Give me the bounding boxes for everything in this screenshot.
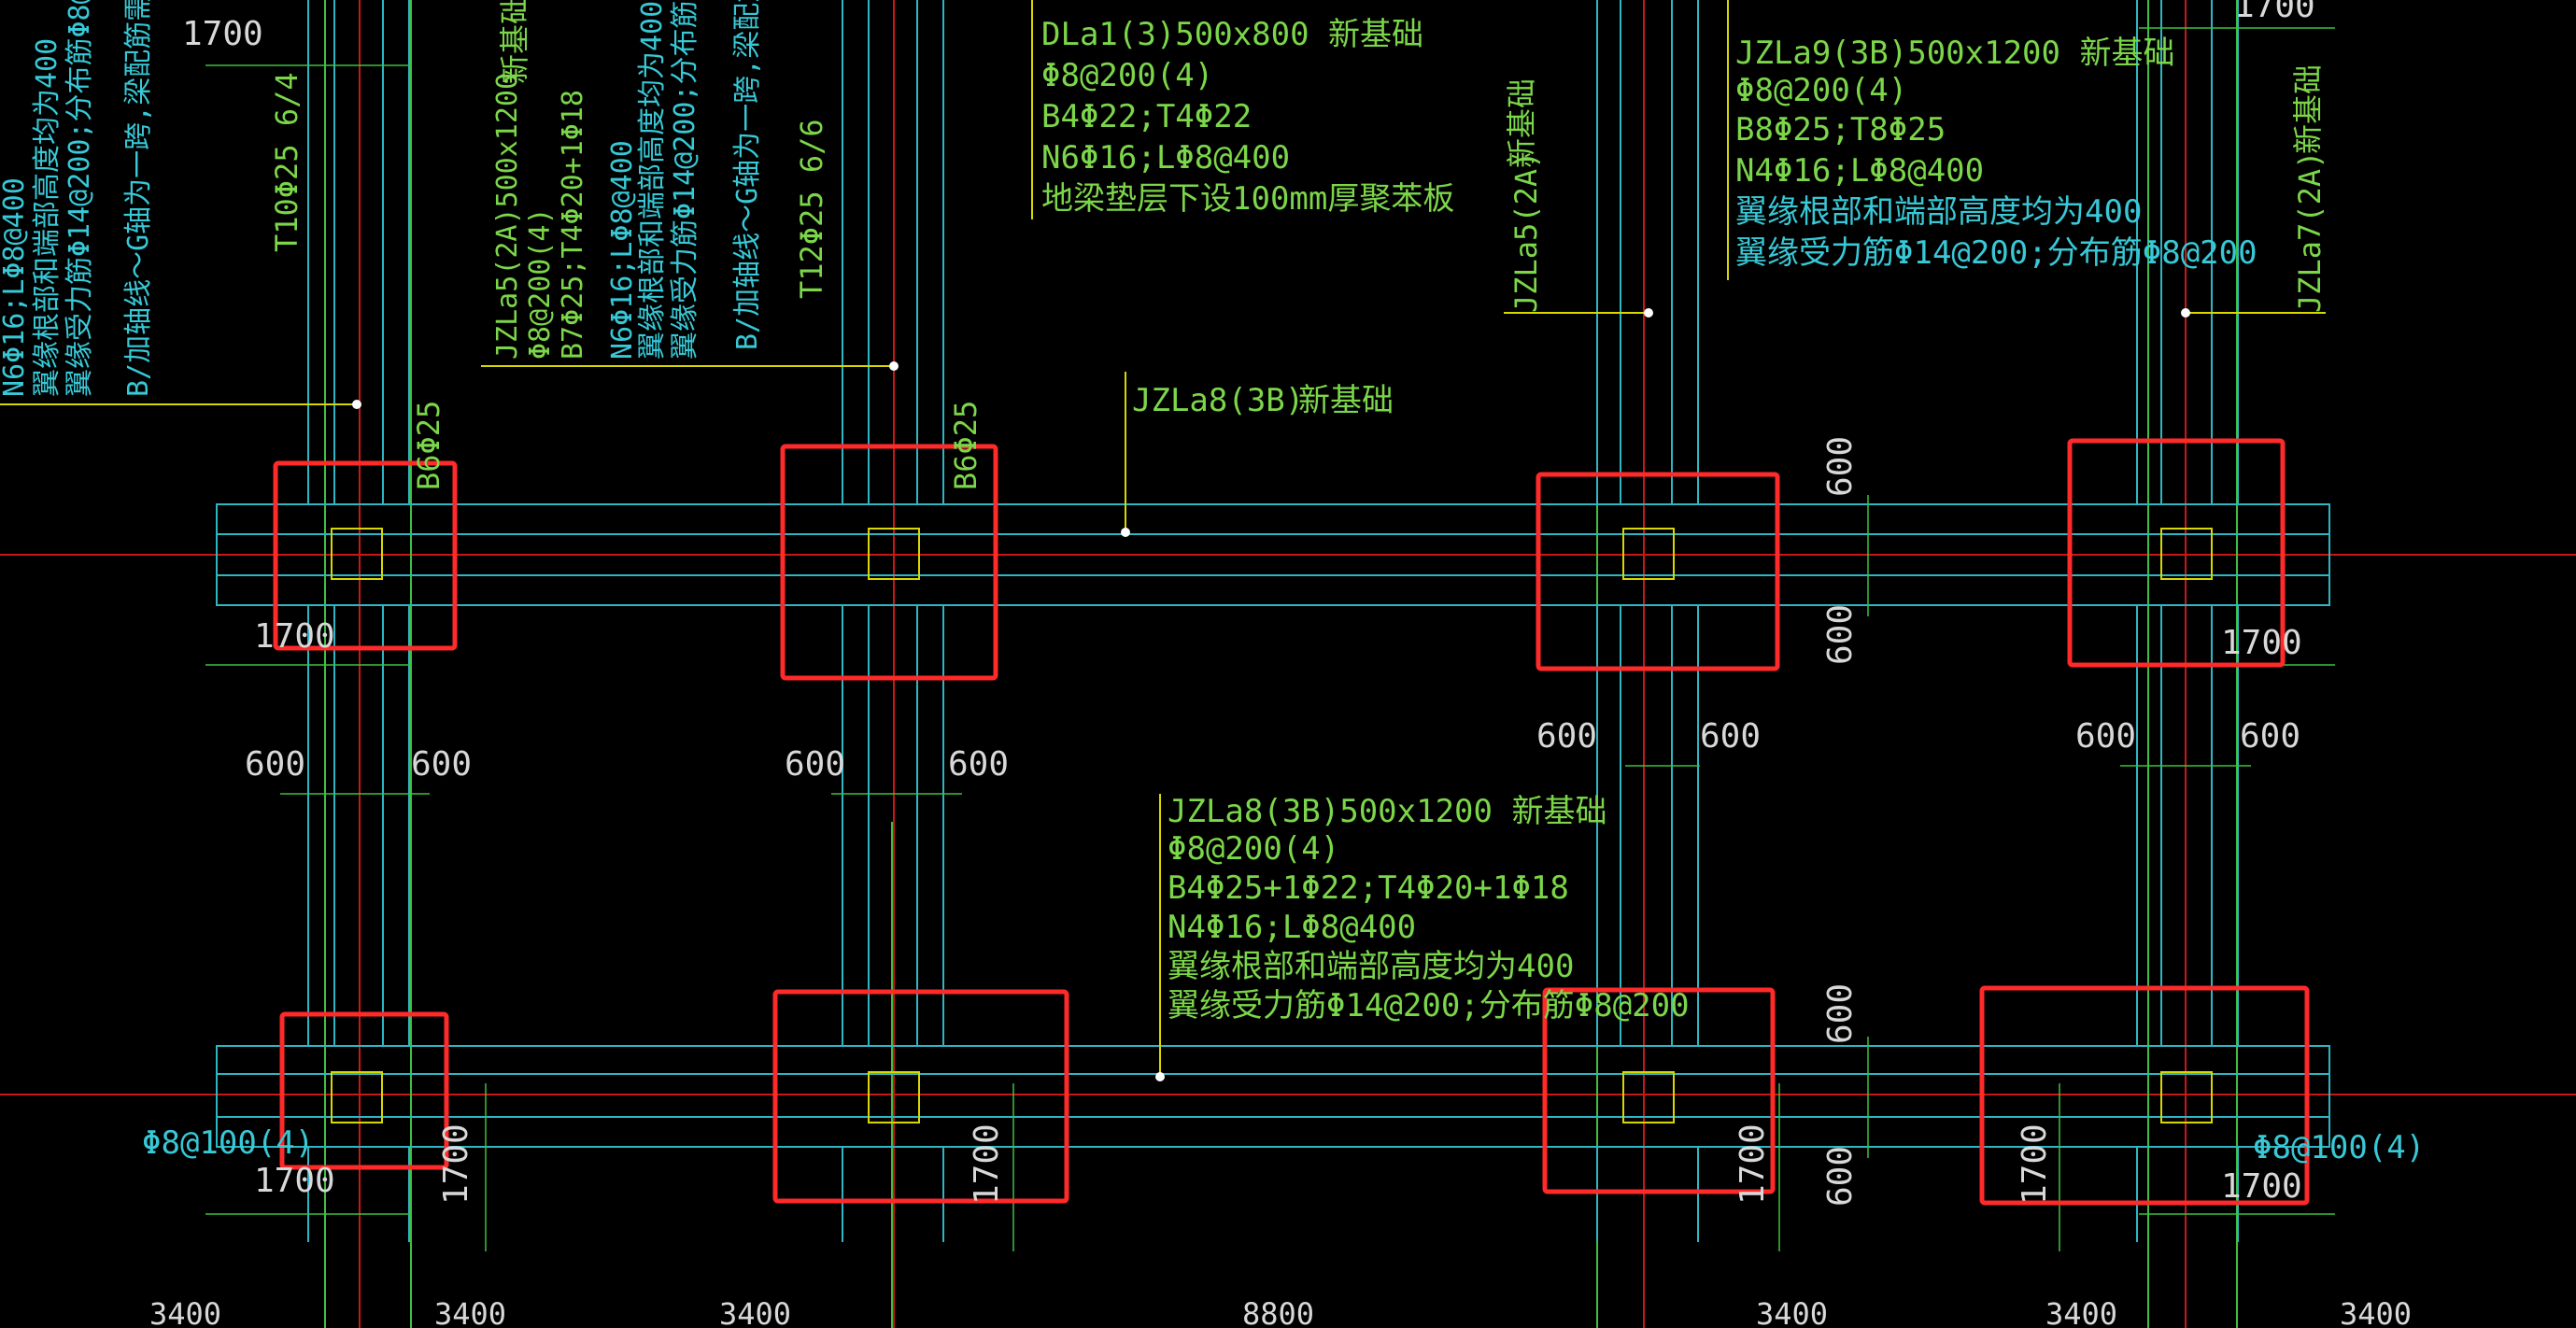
jzla5-line-7: B/加轴线～G轴为一跨,梁配筋需按此跨度截断。	[731, 0, 764, 350]
dim-1700-v4: 1700	[2016, 1123, 2054, 1205]
dim-600-v2: 600	[1821, 604, 1860, 665]
dl-line-1: DLa1(3)500x800 新基础	[1041, 16, 1423, 53]
highlight-box-6	[772, 989, 1069, 1204]
dl-line-4: N6Φ16;LΦ8@400	[1041, 139, 1290, 177]
dl-annotation: DLa1(3)500x800 新基础 Φ8@200(4) B4Φ22;T4Φ22…	[1041, 16, 1454, 218]
jzla8-annotation: JZLa8(3B)500x1200 新基础 Φ8@200(4) B4Φ25+1Φ…	[1168, 793, 1690, 1024]
jzla5-line-1: JZLa5(2A)500x1200	[491, 73, 524, 360]
jzla9-line-2: Φ8@200(4)	[1735, 72, 1907, 109]
b6-label-2: B6Φ25	[948, 401, 984, 490]
t10-label: T10Φ25 6/4	[269, 72, 304, 252]
jzla5-block: JZLa5(2A)500x1200 Φ8@200(4) B7Φ25;T4Φ20+…	[491, 0, 764, 360]
vertical-dims: 600 600 600 600 1700 1700 1700 1700	[437, 436, 2054, 1207]
bottom-dim-5: 3400	[1756, 1296, 1828, 1328]
dim-1700-v3: 1700	[1734, 1123, 1772, 1205]
jzla9-annotation: JZLa9(3B)500x1200 新基础 Φ8@200(4) B8Φ25;T8…	[1735, 35, 2258, 272]
left-new-foundation: 新基础	[497, 0, 532, 84]
bottom-dim-2: 3400	[434, 1296, 506, 1328]
highlight-box-7	[1542, 987, 1776, 1194]
jzla5-mid-label: JZLa5(2A)	[1508, 151, 1544, 313]
jzla9-line-5: 翼缘根部和端部高度均为400	[1735, 193, 2142, 231]
dim-1700-b: 1700	[2221, 624, 2302, 662]
bottom-dim-1: 3400	[149, 1296, 221, 1328]
jzla7-label: JZLa7(2A)	[2292, 151, 2328, 313]
stirrup-labels: Φ8@100(4) Φ8@100(4)	[142, 1124, 2425, 1166]
dim-600-v4: 600	[1821, 1146, 1860, 1207]
b6-label-1: B6Φ25	[411, 401, 446, 490]
left-block: N6Φ16;LΦ8@400 翼缘根部和端部高度均为400 翼缘受力筋Φ14@20…	[0, 0, 155, 397]
dim-1700-a: 1700	[254, 617, 335, 656]
dim-600-c: 600	[785, 745, 845, 784]
jzla9-line-1: JZLa9(3B)500x1200 新基础	[1735, 35, 2174, 72]
left-line-2: 翼缘根部和端部高度均为400	[31, 38, 64, 397]
phi8-left: Φ8@100(4)	[142, 1124, 314, 1162]
jzla8-line-2: Φ8@200(4)	[1168, 830, 1339, 868]
bottom-dim-6: 3400	[2045, 1296, 2117, 1328]
bottom-dims: 3400 3400 3400 8800 3400 3400 3400	[149, 1296, 2412, 1328]
t12-label: T12Φ25 6/6	[794, 119, 829, 299]
highlight-box-2	[780, 444, 998, 681]
dim-600-v1: 600	[1821, 436, 1860, 497]
jzla8-tag-label: JZLa8(3B)	[1132, 382, 1304, 419]
jzla5-line-6: 翼缘受力筋Φ14@200;分布筋Φ8@200	[669, 0, 701, 360]
jzla8-tag-new: 新基础	[1298, 382, 1394, 419]
jzla5-mid-new: 新基础	[1504, 78, 1539, 168]
bottom-dim-4: 8800	[1242, 1296, 1314, 1328]
dim-top-left: 1700	[182, 15, 263, 53]
dim-600-b: 600	[411, 745, 472, 784]
dim-600-g: 600	[2075, 717, 2136, 756]
dim-600-e: 600	[1536, 717, 1597, 756]
highlight-boxes	[273, 438, 2310, 1206]
dl-line-3: B4Φ22;T4Φ22	[1041, 98, 1252, 135]
jzla8-line-6: 翼缘受力筋Φ14@200;分布筋Φ8@200	[1168, 987, 1690, 1024]
dim-1700-c: 1700	[254, 1162, 335, 1200]
jzla5-line-5: 翼缘根部和端部高度均为400	[636, 1, 669, 360]
leader-lines	[0, 0, 2326, 1077]
dim-600-h: 600	[2240, 717, 2300, 756]
dimension-texts: 1700 1700 1700 1700 1700 1700 600 600 60…	[182, 0, 2315, 1206]
phi8-right: Φ8@100(4)	[2253, 1129, 2425, 1166]
jzla7-new: 新基础	[2290, 64, 2326, 154]
jzla8-line-4: N4Φ16;LΦ8@400	[1168, 909, 1416, 946]
highlight-box-1	[273, 460, 458, 651]
column-squares	[331, 528, 2213, 1123]
dim-600-d: 600	[948, 745, 1009, 784]
dl-line-5: 地梁垫层下设100mm厚聚苯板	[1041, 180, 1454, 218]
dim-600-v3: 600	[1821, 983, 1860, 1044]
dim-1700-v1: 1700	[437, 1123, 475, 1205]
highlight-box-4	[2067, 438, 2286, 668]
dim-600-a: 600	[245, 745, 305, 784]
left-line-4: B/加轴线～G轴为一跨,梁配筋需按此跨度截断。	[122, 0, 155, 397]
jzla5-line-2: Φ8@200(4)	[524, 207, 557, 360]
beam-outlines	[216, 0, 2330, 1242]
dim-1700-d: 1700	[2221, 1167, 2302, 1206]
jzla8-line-5: 翼缘根部和端部高度均为400	[1168, 948, 1574, 985]
dim-top-right: 1700	[2234, 0, 2315, 25]
highlight-box-8	[1979, 985, 2310, 1206]
leader-dots	[352, 308, 2190, 1081]
jzla8-line-1: JZLa8(3B)500x1200 新基础	[1168, 793, 1606, 830]
rotated-annotations: T10Φ25 6/4 新基础 B6Φ25 B6Φ25 T12Φ25 6/6 JZ…	[269, 0, 2328, 490]
left-line-1: N6Φ16;LΦ8@400	[0, 177, 31, 397]
bottom-dim-3: 3400	[719, 1296, 791, 1328]
left-line-3: 翼缘受力筋Φ14@200;分布筋Φ8@200	[64, 0, 96, 397]
jzla5-line-3: B7Φ25;T4Φ20+1Φ18	[557, 90, 589, 360]
jzla9-line-4: N4Φ16;LΦ8@400	[1735, 152, 1984, 190]
dim-600-f: 600	[1700, 717, 1761, 756]
dim-1700-v2: 1700	[968, 1123, 1006, 1205]
jzla8-line-3: B4Φ25+1Φ22;T4Φ20+1Φ18	[1168, 869, 1569, 907]
highlight-box-3	[1536, 472, 1780, 671]
dl-line-2: Φ8@200(4)	[1041, 57, 1213, 94]
jzla8-tag: JZLa8(3B) 新基础	[1132, 382, 1394, 419]
jzla5-line-4: N6Φ16;LΦ8@400	[606, 140, 639, 360]
jzla9-line-3: B8Φ25;T8Φ25	[1735, 111, 1946, 148]
highlight-box-5	[279, 1011, 449, 1170]
jzla9-line-6: 翼缘受力筋Φ14@200;分布筋Φ8@200	[1735, 234, 2258, 272]
bottom-dim-7: 3400	[2340, 1296, 2412, 1328]
